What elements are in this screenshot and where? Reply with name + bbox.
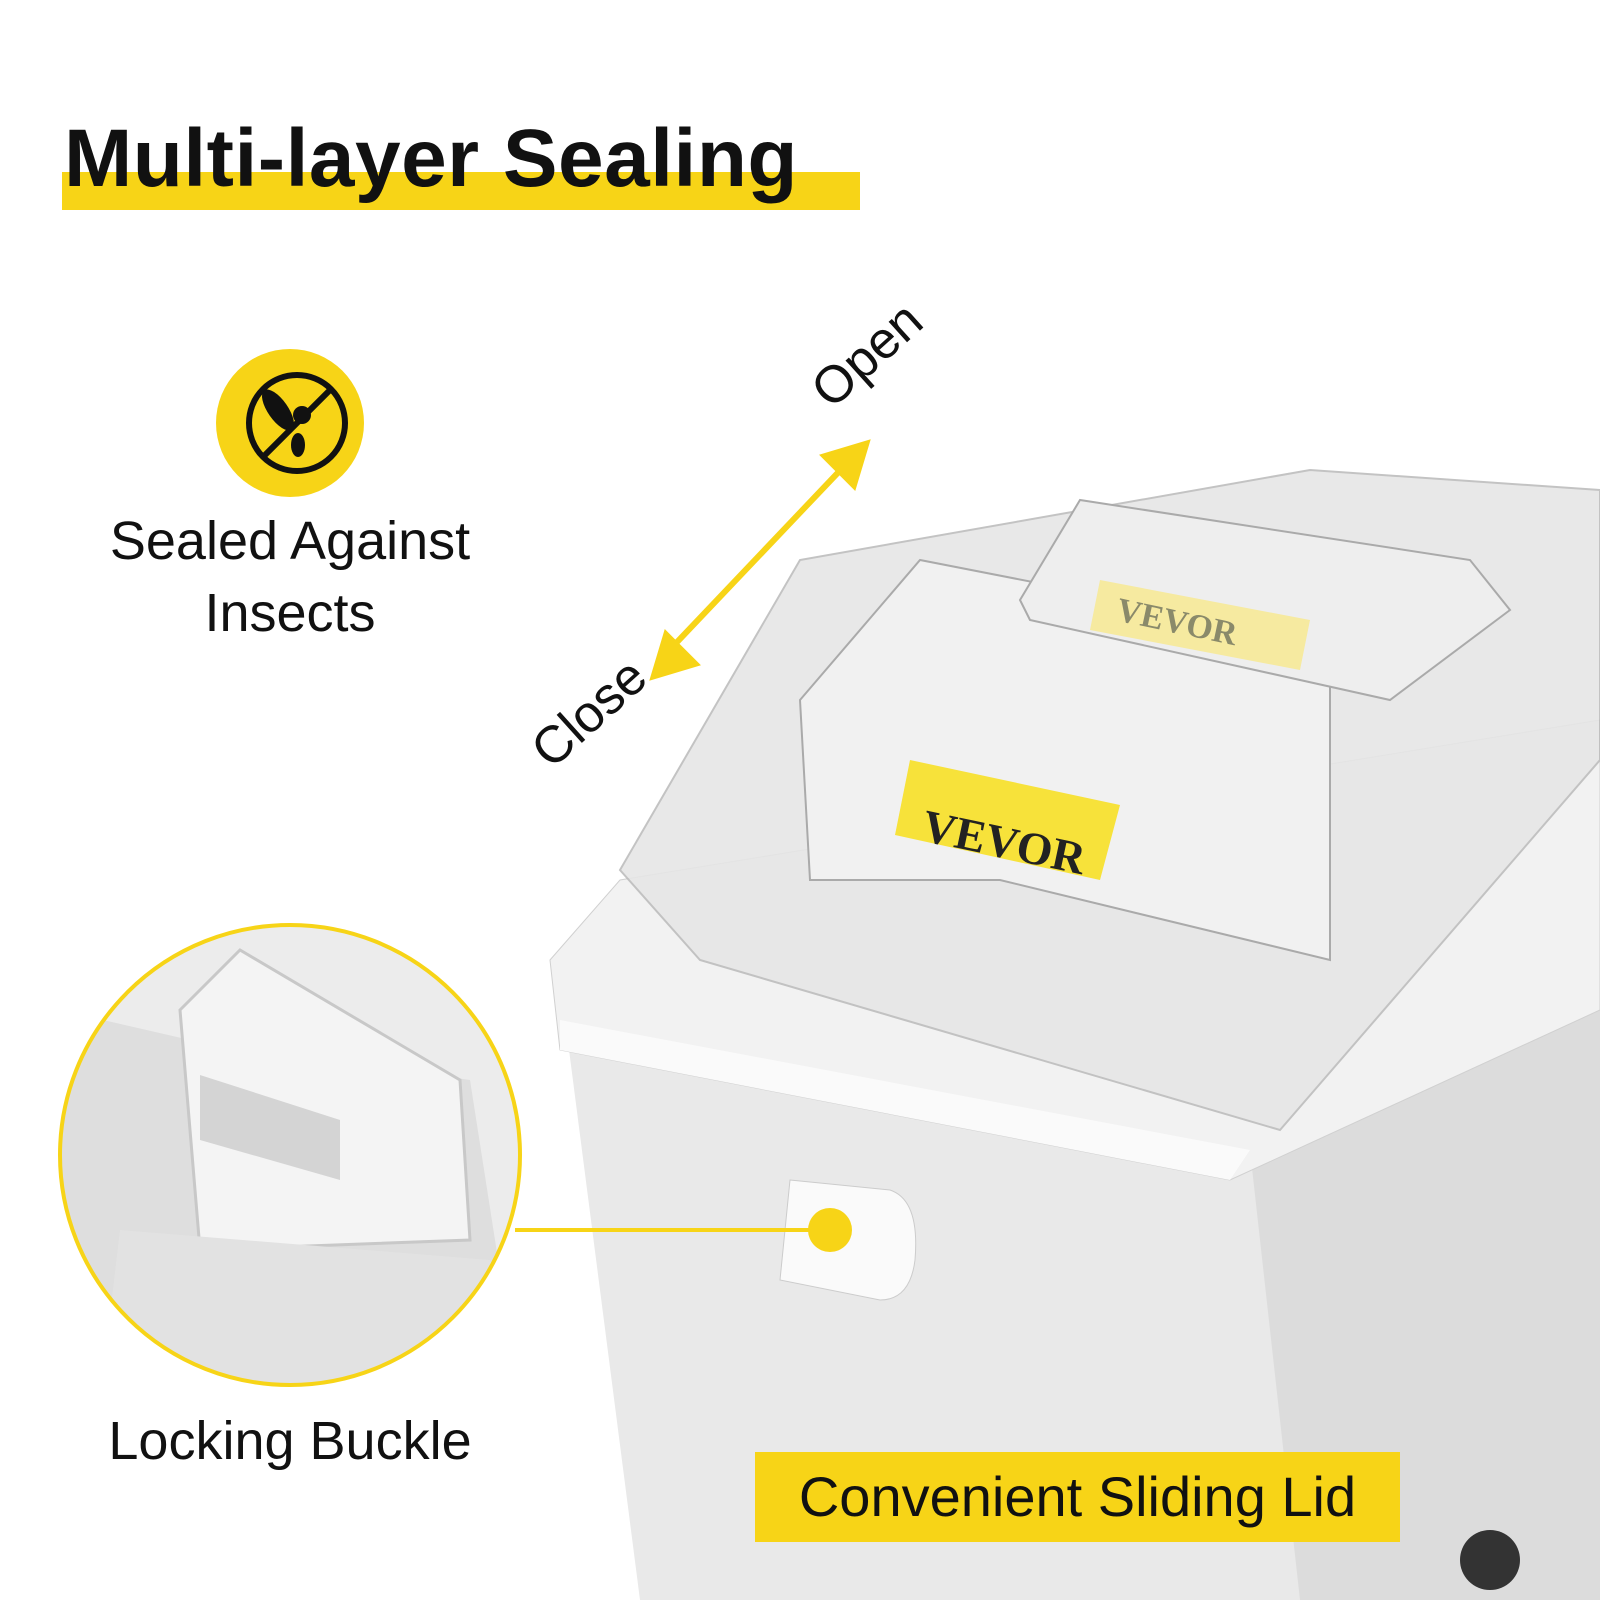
callout-dot <box>808 1208 852 1252</box>
feature-buckle-label: Locking Buckle <box>108 1411 472 1471</box>
feature-lid-label: Convenient Sliding Lid <box>755 1452 1400 1542</box>
vevor-logo <box>895 580 1310 880</box>
open-close-arrows <box>649 439 871 681</box>
page-title: Multi-layer Sealing <box>64 113 799 204</box>
no-insect-icon <box>216 349 364 497</box>
detail-circle <box>58 923 522 1387</box>
feature-insects-line2: Insects <box>204 583 376 643</box>
wheel <box>1460 1530 1520 1590</box>
feature-insects: Sealed Against Insects <box>60 505 520 649</box>
storage-bin <box>549 468 1600 1600</box>
buckle-detail-image <box>60 925 520 1385</box>
feature-insects-line1: Sealed Against <box>109 511 471 571</box>
title-highlight <box>62 172 860 210</box>
